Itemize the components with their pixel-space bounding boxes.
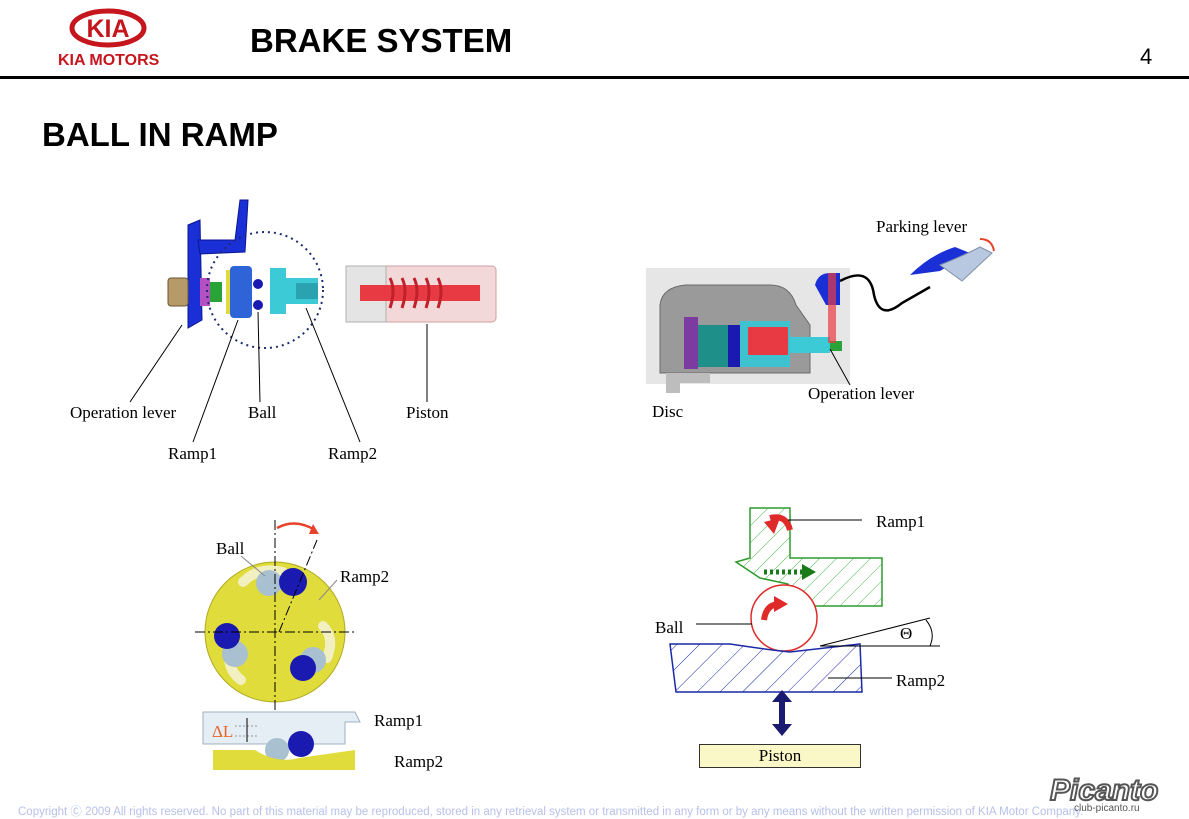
label-delta-l: ΔL: [212, 722, 234, 741]
watermark-site: club-picanto.ru: [1074, 803, 1140, 814]
label-disc: Disc: [652, 402, 684, 421]
label-ramp2-side: Ramp2: [394, 752, 444, 771]
caliper-drawing: [646, 238, 995, 393]
label-parking-lever: Parking lever: [876, 217, 968, 236]
page-number: 4: [1140, 44, 1153, 69]
ramp-face-figure: [195, 520, 395, 780]
label-ramp2: Ramp2: [328, 444, 378, 463]
label-operation-lever: Operation lever: [70, 403, 177, 422]
exploded-view-figure: [60, 190, 520, 470]
label-ramp1-section: Ramp1: [876, 512, 926, 531]
ramp-face-drawing: [195, 520, 361, 770]
header-title: BRAKE SYSTEM: [250, 22, 513, 59]
piston-box: Piston: [699, 744, 861, 768]
section-title: BALL IN RAMP: [42, 116, 278, 153]
label-ramp1-side: Ramp1: [374, 711, 424, 730]
caliper-figure: [640, 225, 1020, 425]
kia-logo: KIA KIA MOTORS: [58, 8, 178, 72]
label-operation-lever-caliper: Operation lever: [808, 384, 915, 403]
exploded-view-drawing: [129, 199, 497, 443]
label-piston-box: Piston: [758, 746, 802, 765]
label-ball: Ball: [248, 403, 277, 422]
label-ball-section: Ball: [655, 618, 684, 637]
label-piston: Piston: [406, 403, 449, 422]
section-diagram-figure: [640, 500, 970, 780]
label-ball-face: Ball: [216, 539, 245, 558]
label-ramp2-face: Ramp2: [340, 567, 390, 586]
header-divider: [0, 76, 1189, 79]
section-diagram-drawing: [669, 507, 940, 736]
label-theta: Θ: [900, 624, 913, 643]
watermark-brand: Picanto: [1049, 774, 1159, 807]
label-ramp1: Ramp1: [168, 444, 218, 463]
picanto-watermark: Picanto club-picanto.ru: [1040, 774, 1186, 816]
brand-name: KIA MOTORS: [58, 52, 160, 69]
label-ramp2-section: Ramp2: [896, 671, 946, 690]
kia-logo-emblem: KIA: [69, 8, 147, 48]
logo-text: KIA: [86, 15, 129, 43]
copyright-footer: Copyright Ⓒ 2009 All rights reserved. No…: [18, 806, 1084, 818]
